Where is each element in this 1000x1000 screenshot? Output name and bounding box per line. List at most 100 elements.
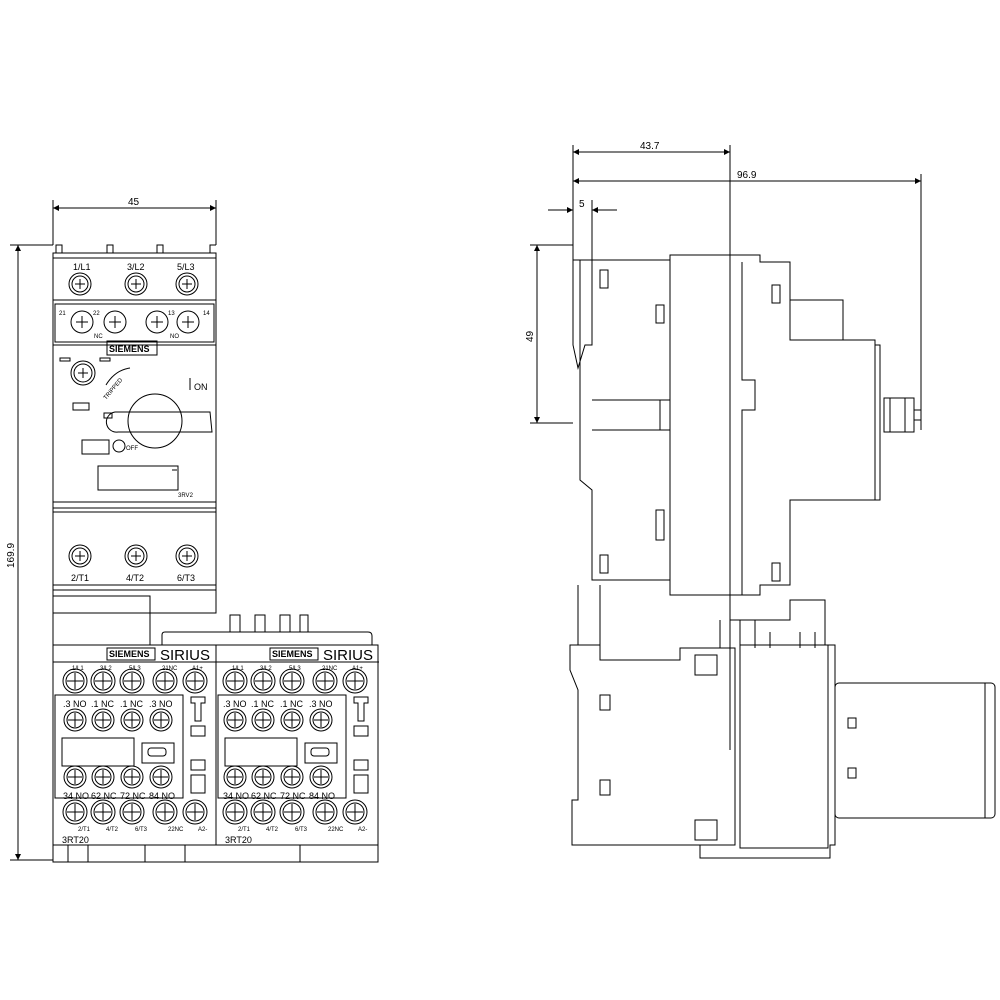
on-label: ON (194, 382, 208, 392)
brand-label: SIEMENS (109, 649, 150, 659)
rotary-handle-side (883, 397, 915, 433)
rotary-handle[interactable] (105, 393, 213, 449)
aux-terminal-screw (91, 765, 115, 789)
terminal-label: A1+ (352, 666, 363, 672)
terminal-screw (342, 799, 368, 825)
terminal-label: 2/T1 (78, 827, 91, 833)
aux-label: 22 (93, 311, 100, 317)
aux-label: .1 NC (120, 699, 144, 709)
terminal-screw (222, 799, 248, 825)
terminal-screw (152, 668, 178, 694)
terminal-label: 6/T3 (177, 573, 195, 583)
aux-label: .3 NO (63, 699, 87, 709)
dimension-side-height-label: 49 (525, 330, 536, 342)
series-label: SIRIUS (160, 647, 210, 664)
aux-label: 14 (203, 311, 210, 317)
aux-label: 72 NC (120, 791, 146, 801)
aux-terminal-screw (120, 708, 144, 732)
terminal-label: 4/T2 (126, 573, 144, 583)
terminal-label: 4/T2 (266, 827, 279, 833)
terminal-screw (312, 799, 338, 825)
terminal-screw (342, 668, 368, 694)
aux-label: 21 (59, 311, 66, 317)
series-label: SIRIUS (323, 647, 373, 664)
dimension-offset: 5 (548, 199, 617, 260)
terminal-screw (68, 544, 92, 568)
indicator-icon (112, 439, 126, 453)
aux-terminal-screw (251, 765, 275, 789)
aux-label: 62 NC (251, 791, 277, 801)
aux-terminal-screw (63, 708, 87, 732)
dimension-height-label: 169.9 (6, 543, 17, 568)
terminal-screw (182, 799, 208, 825)
terminal-screw (182, 668, 208, 694)
coil-module-side (834, 682, 996, 819)
terminal-label: 6/T3 (295, 827, 308, 833)
terminal-label: A2- (198, 827, 207, 833)
terminal-label: 1/L1 (72, 666, 84, 672)
terminal-screw (124, 272, 148, 296)
terminal-label: 1/L1 (73, 262, 91, 272)
terminal-label: 3/L2 (100, 666, 112, 672)
aux-terminal-screw (309, 708, 333, 732)
dimension-depth-1: 43.7 (572, 141, 731, 750)
aux-label: 13 (168, 311, 175, 317)
terminal-label: 3/L2 (127, 262, 145, 272)
terminal-label: A2- (358, 827, 367, 833)
side-view (569, 254, 996, 859)
terminal-label: 22NC (168, 827, 184, 833)
test-screw (70, 360, 96, 386)
aux-terminal-screw (280, 708, 304, 732)
aux-terminal-screw (176, 310, 200, 334)
aux-label: .1 NC (280, 699, 304, 709)
aux-terminal-screw (251, 708, 275, 732)
aux-label: 34 NO (63, 791, 89, 801)
dimension-depth-1-label: 43.7 (640, 141, 660, 152)
aux-terminal-screw (91, 708, 115, 732)
aux-label: 72 NC (280, 791, 306, 801)
aux-label: .1 NC (91, 699, 115, 709)
link-module (52, 589, 378, 646)
terminal-screw (152, 799, 178, 825)
contactor-assembly: SIEMENS SIRIUS 1/L1 3/L2 5/L3 21NC A1+ .3 NO .1 … (52, 644, 379, 863)
tripped-label: TRIPPED (103, 377, 125, 401)
model-label: 3RT20 (225, 835, 252, 845)
aux-label: .1 NC (251, 699, 275, 709)
terminal-screw (90, 668, 116, 694)
model-label: 3RV2 (178, 493, 194, 499)
terminal-label: A1+ (192, 666, 203, 672)
brand-label: SIEMENS (109, 344, 150, 354)
terminal-label: 5/L3 (177, 262, 195, 272)
terminal-label: 22NC (328, 827, 344, 833)
terminal-label: 2/T1 (71, 573, 89, 583)
dimension-depth-total-label: 96.9 (737, 170, 757, 181)
aux-label: .3 NO (149, 699, 173, 709)
aux-terminal-screw (63, 765, 87, 789)
aux-terminal-screw (103, 310, 127, 334)
terminal-screw (119, 668, 145, 694)
terminal-label: 5/L3 (129, 666, 141, 672)
dimension-offset-label: 5 (579, 199, 585, 210)
aux-terminal-screw (280, 765, 304, 789)
terminal-screw (124, 544, 148, 568)
aux-terminal-screw (223, 708, 247, 732)
terminal-label: 5/L3 (289, 666, 301, 672)
dimension-side-height: 49 (525, 244, 573, 424)
aux-label: 34 NO (223, 791, 249, 801)
dimension-width-label: 45 (128, 197, 140, 208)
terminal-screw (62, 668, 88, 694)
aux-terminal-screw (145, 310, 169, 334)
terminal-label: 6/T3 (135, 827, 148, 833)
terminal-screw (68, 272, 92, 296)
aux-terminal-screw (149, 765, 173, 789)
dimension-height: 169.9 (6, 244, 53, 861)
dimension-depth-total: 96.9 (573, 170, 922, 430)
terminal-screw (90, 799, 116, 825)
terminal-screw (279, 668, 305, 694)
terminal-label: 21NC (162, 666, 178, 672)
terminal-label: 3/L2 (260, 666, 272, 672)
aux-terminal-screw (223, 765, 247, 789)
aux-terminal-screw (120, 765, 144, 789)
aux-label: 62 NC (91, 791, 117, 801)
aux-label: 84 NO (149, 791, 175, 801)
